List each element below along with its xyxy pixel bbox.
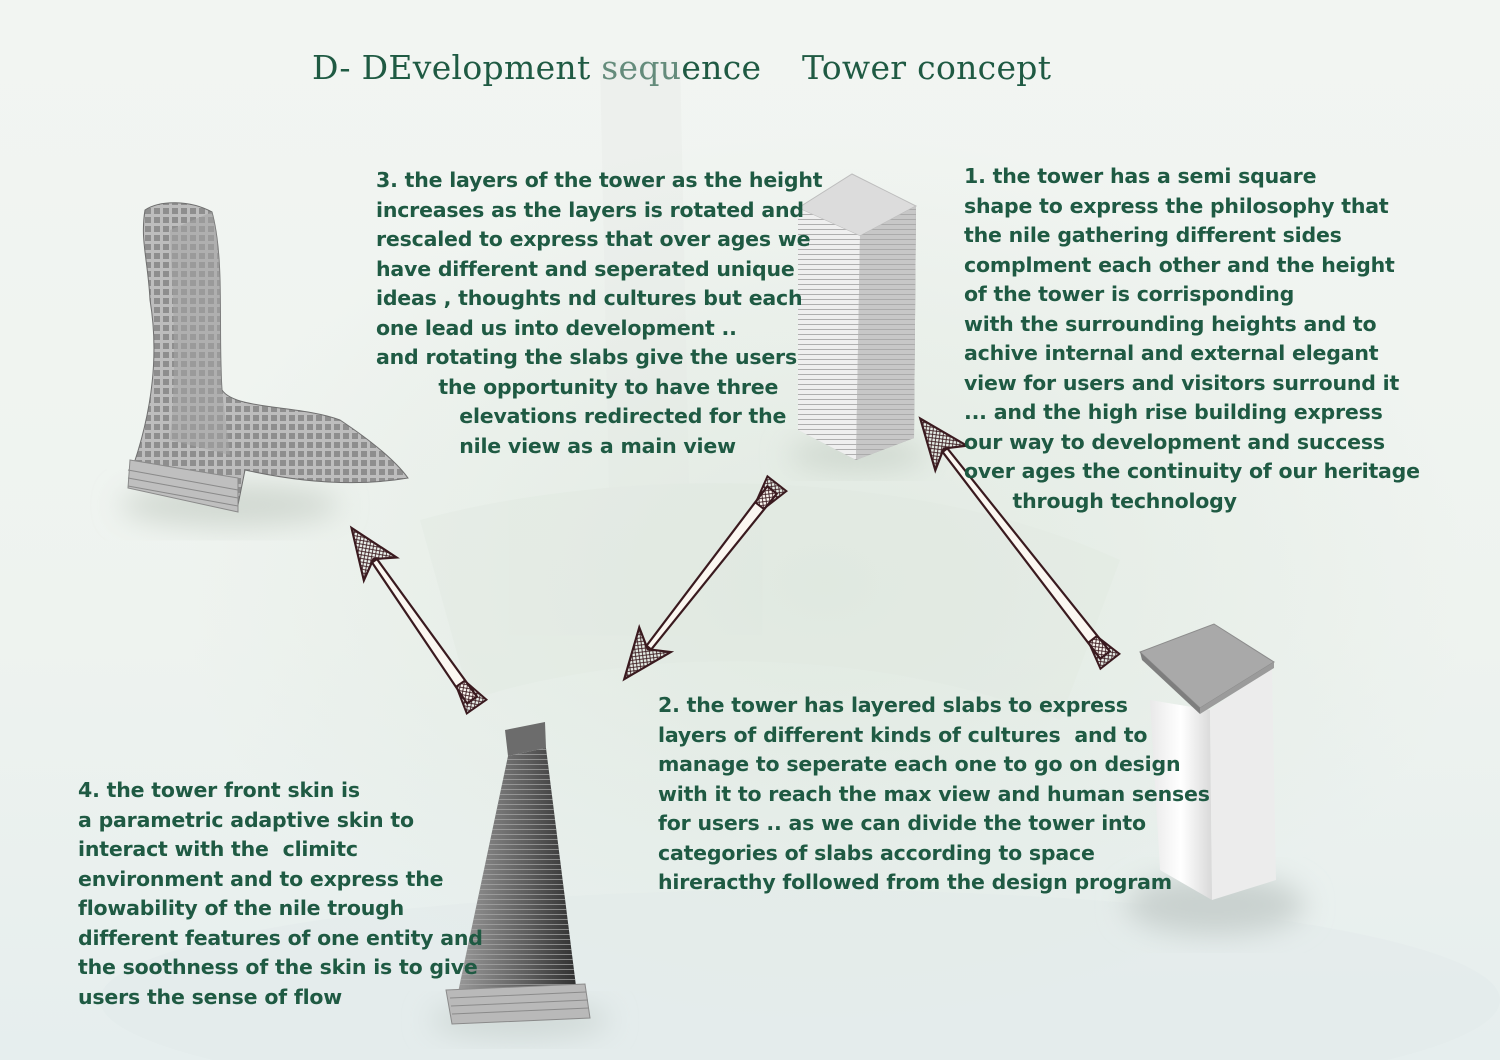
arrow-step1-to-step3 bbox=[622, 474, 789, 682]
step-1-description: 1. the tower has a semi square shape to … bbox=[964, 164, 1420, 513]
arrow-step2-to-step1 bbox=[918, 416, 1122, 671]
arrow-step4-to-step3 bbox=[349, 525, 489, 715]
step-2-description: 2. the tower has layered slabs to expres… bbox=[658, 693, 1210, 894]
title-tower-concept: Tower concept bbox=[802, 48, 1052, 87]
tower-4-parametric-skin-model bbox=[430, 722, 610, 1038]
tower-3-rotated-layers-model bbox=[120, 202, 409, 527]
tower-1-semi-square-model bbox=[788, 173, 928, 471]
step-3-description: 3. the layers of the tower as the height… bbox=[376, 168, 823, 458]
title-development-sequence: D- DEvelopment sequence bbox=[312, 48, 762, 87]
step-4-description: 4. the tower front skin is a parametric … bbox=[78, 778, 483, 1009]
tower-2-layered-slabs-model bbox=[1125, 623, 1305, 935]
